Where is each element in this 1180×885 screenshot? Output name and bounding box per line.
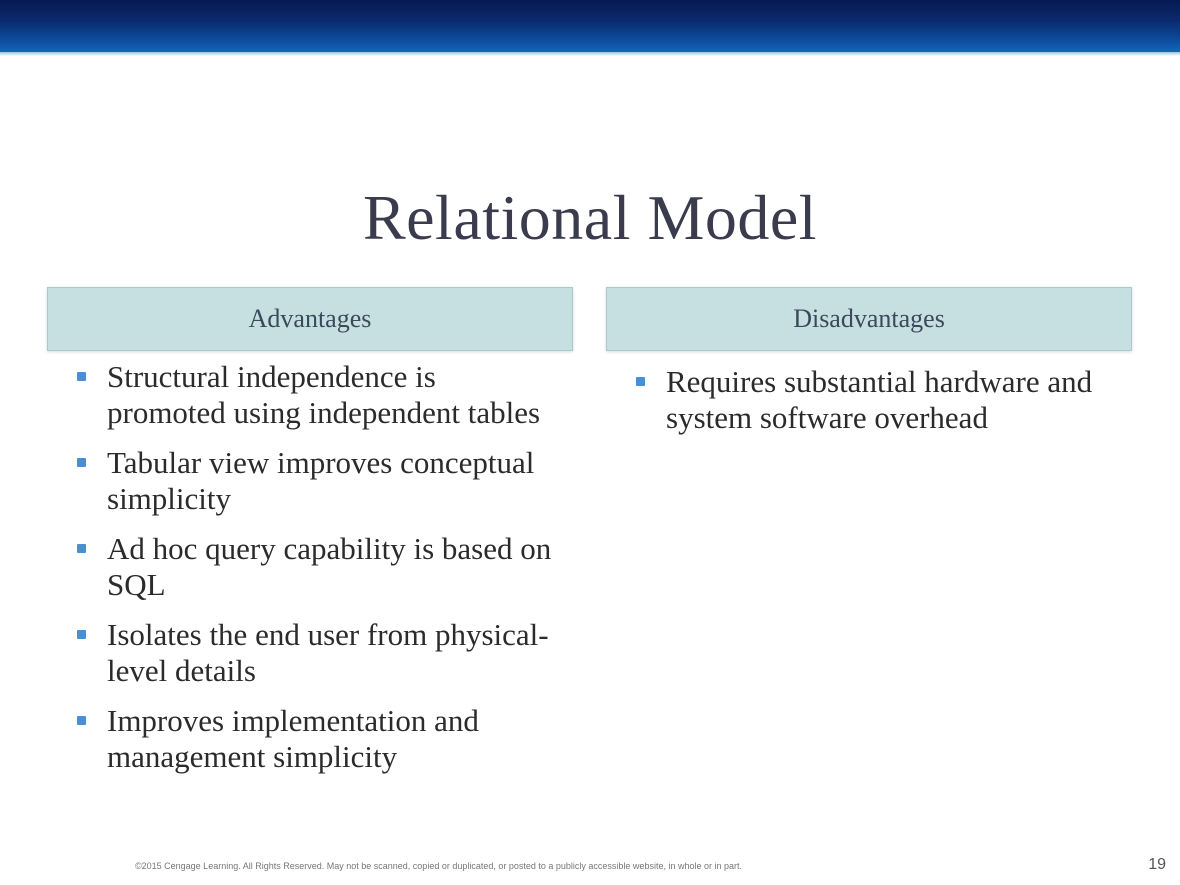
bullet-text: Tabular view improves conceptual simplic… [107, 445, 535, 516]
slide-title: Relational Model [362, 182, 818, 253]
bullet-icon [77, 544, 86, 553]
top-banner [0, 0, 1180, 56]
disadvantages-column: Disadvantages Requires substantial hardw… [606, 287, 1132, 450]
list-item: Improves implementation and management s… [47, 703, 573, 775]
bullet-text: Isolates the end user from physical-leve… [107, 617, 549, 688]
page-number: 19 [1148, 856, 1166, 873]
bullet-icon [636, 377, 645, 386]
bullet-text: Improves implementation and management s… [107, 703, 479, 774]
bullet-text: Structural independence is promoted usin… [107, 359, 541, 430]
list-item: Structural independence is promoted usin… [47, 359, 573, 431]
list-item: Requires substantial hardware and system… [606, 364, 1132, 436]
advantages-column: Advantages Structural independence is pr… [47, 287, 573, 789]
bullet-text: Ad hoc query capability is based on SQL [107, 531, 552, 602]
list-item: Tabular view improves conceptual simplic… [47, 445, 573, 517]
bullet-icon [77, 372, 86, 381]
bullet-icon [77, 630, 86, 639]
bullet-text: Requires substantial hardware and system… [666, 364, 1093, 435]
list-item: Ad hoc query capability is based on SQL [47, 531, 573, 603]
advantages-list: Structural independence is promoted usin… [47, 359, 573, 775]
disadvantages-header: Disadvantages [606, 287, 1132, 351]
bullet-icon [77, 716, 86, 725]
copyright-footer: ©2015 Cengage Learning. All Rights Reser… [135, 861, 742, 871]
disadvantages-list: Requires substantial hardware and system… [606, 364, 1132, 436]
advantages-header: Advantages [47, 287, 573, 351]
bullet-icon [77, 458, 86, 467]
list-item: Isolates the end user from physical-leve… [47, 617, 573, 689]
